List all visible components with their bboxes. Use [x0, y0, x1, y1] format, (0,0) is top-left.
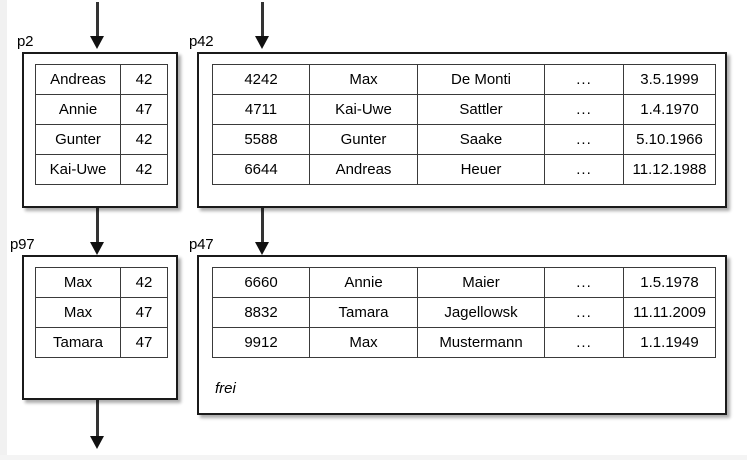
cell-last: Mustermann	[417, 327, 545, 358]
table-row: Max 47	[35, 297, 168, 328]
cell-more: ...	[544, 64, 624, 95]
cell-name: Max	[35, 267, 121, 298]
page-block-p2: Andreas 42 Annie 47 Gunter 42 Kai-Uwe 42	[22, 52, 178, 208]
cell-value: 42	[120, 267, 168, 298]
page-label-p97: p97	[10, 236, 35, 253]
table-row: Gunter 42	[35, 124, 168, 155]
cell-last: Sattler	[417, 94, 545, 125]
cell-name: Tamara	[35, 327, 121, 358]
page-label-p2: p2	[17, 33, 34, 50]
page-block-p42: 4242 Max De Monti ... 3.5.1999 4711 Kai-…	[197, 52, 727, 208]
cell-date: 3.5.1999	[623, 64, 716, 95]
page-label-p42: p42	[189, 33, 214, 50]
free-space-label: frei	[215, 380, 236, 397]
cell-value: 42	[120, 64, 168, 95]
cell-date: 1.1.1949	[623, 327, 716, 358]
table-row: 5588 Gunter Saake ... 5.10.1966	[212, 124, 716, 155]
cell-first: Max	[309, 327, 418, 358]
cell-date: 11.12.1988	[623, 154, 716, 185]
cell-more: ...	[544, 94, 624, 125]
cell-date: 5.10.1966	[623, 124, 716, 155]
index-table-p97: Max 42 Max 47 Tamara 47	[35, 267, 168, 358]
cell-value: 42	[120, 124, 168, 155]
cell-more: ...	[544, 267, 624, 298]
page-edge-bottom	[0, 455, 747, 460]
arrow-into-p2-head	[90, 36, 104, 49]
cell-first: Annie	[309, 267, 418, 298]
table-row: 4711 Kai-Uwe Sattler ... 1.4.1970	[212, 94, 716, 125]
cell-last: De Monti	[417, 64, 545, 95]
table-row: 9912 Max Mustermann ... 1.1.1949	[212, 327, 716, 358]
data-table-p47: 6660 Annie Maier ... 1.5.1978 8832 Tamar…	[212, 267, 716, 358]
cell-first: Max	[309, 64, 418, 95]
table-row: 6644 Andreas Heuer ... 11.12.1988	[212, 154, 716, 185]
page-block-p47: 6660 Annie Maier ... 1.5.1978 8832 Tamar…	[197, 255, 727, 415]
cell-last: Maier	[417, 267, 545, 298]
page-block-p97: Max 42 Max 47 Tamara 47	[22, 255, 178, 400]
cell-name: Max	[35, 297, 121, 328]
cell-name: Andreas	[35, 64, 121, 95]
arrow-out-of-p97-shaft	[96, 400, 99, 438]
arrow-into-p42-shaft	[261, 2, 264, 38]
cell-value: 47	[120, 297, 168, 328]
arrow-out-of-p97-head	[90, 436, 104, 449]
cell-id: 4242	[212, 64, 310, 95]
cell-id: 9912	[212, 327, 310, 358]
cell-first: Gunter	[309, 124, 418, 155]
cell-last: Heuer	[417, 154, 545, 185]
arrow-p2-to-p97-shaft	[96, 208, 99, 244]
arrow-into-p42-head	[255, 36, 269, 49]
cell-date: 11.11.2009	[623, 297, 716, 328]
table-row: Andreas 42	[35, 64, 168, 95]
table-row: 8832 Tamara Jagellowsk ... 11.11.2009	[212, 297, 716, 328]
table-row: Max 42	[35, 267, 168, 298]
cell-id: 6660	[212, 267, 310, 298]
cell-id: 4711	[212, 94, 310, 125]
cell-date: 1.5.1978	[623, 267, 716, 298]
data-table-p42: 4242 Max De Monti ... 3.5.1999 4711 Kai-…	[212, 64, 716, 185]
cell-id: 8832	[212, 297, 310, 328]
arrow-p2-to-p97-head	[90, 242, 104, 255]
cell-more: ...	[544, 154, 624, 185]
index-table-p2: Andreas 42 Annie 47 Gunter 42 Kai-Uwe 42	[35, 64, 168, 185]
arrow-p42-to-p47-shaft	[261, 208, 264, 244]
cell-first: Andreas	[309, 154, 418, 185]
arrow-p42-to-p47-head	[255, 242, 269, 255]
table-row: Kai-Uwe 42	[35, 154, 168, 185]
cell-first: Tamara	[309, 297, 418, 328]
table-row: Annie 47	[35, 94, 168, 125]
cell-value: 42	[120, 154, 168, 185]
cell-first: Kai-Uwe	[309, 94, 418, 125]
cell-value: 47	[120, 94, 168, 125]
cell-name: Annie	[35, 94, 121, 125]
cell-name: Kai-Uwe	[35, 154, 121, 185]
cell-name: Gunter	[35, 124, 121, 155]
cell-id: 5588	[212, 124, 310, 155]
cell-date: 1.4.1970	[623, 94, 716, 125]
table-row: 4242 Max De Monti ... 3.5.1999	[212, 64, 716, 95]
cell-more: ...	[544, 124, 624, 155]
arrow-into-p2-shaft	[96, 2, 99, 38]
cell-more: ...	[544, 327, 624, 358]
cell-last: Jagellowsk	[417, 297, 545, 328]
page-label-p47: p47	[189, 236, 214, 253]
page-edge-left	[0, 0, 7, 460]
cell-id: 6644	[212, 154, 310, 185]
cell-last: Saake	[417, 124, 545, 155]
cell-more: ...	[544, 297, 624, 328]
table-row: 6660 Annie Maier ... 1.5.1978	[212, 267, 716, 298]
table-row: Tamara 47	[35, 327, 168, 358]
cell-value: 47	[120, 327, 168, 358]
